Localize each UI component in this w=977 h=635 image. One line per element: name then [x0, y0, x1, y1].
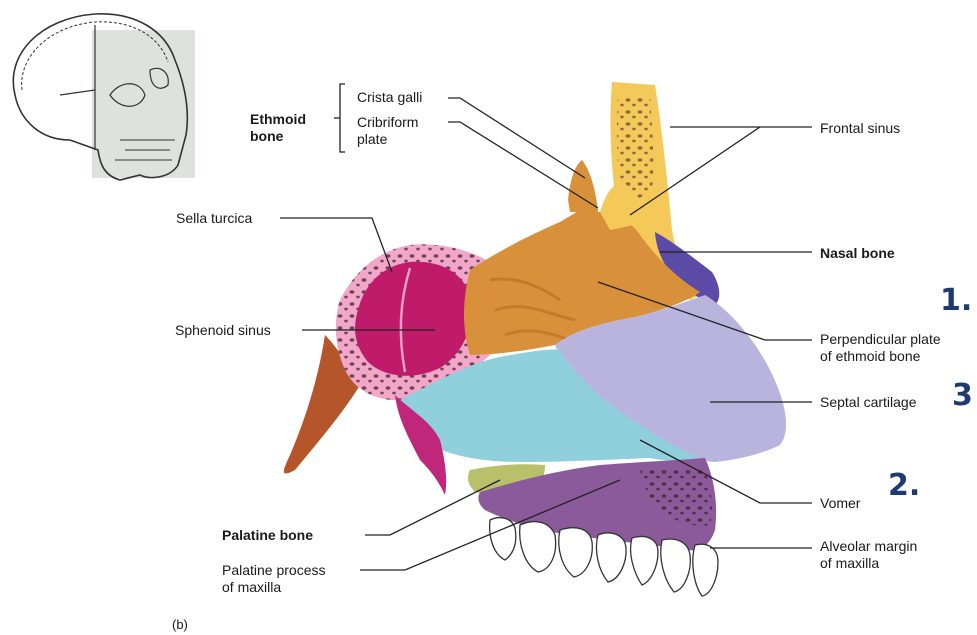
marker-3: 3 [952, 378, 973, 413]
palatine-process-label: Palatine process of maxilla [222, 562, 326, 596]
palatine-bone-label: Palatine bone [222, 527, 313, 544]
frontal-sinus-label: Frontal sinus [820, 120, 900, 137]
sphenoid-sinus-label: Sphenoid sinus [175, 322, 271, 339]
sella-turcica-label: Sella turcica [176, 210, 252, 227]
nasal-bone-label: Nasal bone [820, 245, 895, 262]
ethmoid-bone-group-label: Ethmoid bone [250, 111, 306, 145]
marker-2: 2. [888, 468, 920, 503]
skull-thumbnail-icon [13, 14, 195, 180]
perpendicular-plate-label: Perpendicular plate of ethmoid bone [820, 331, 941, 365]
marker-1: 1. [940, 283, 972, 318]
crista-galli-region [568, 160, 598, 212]
panel-tag: (b) [172, 616, 188, 633]
crista-galli-label: Crista galli [357, 89, 422, 106]
vomer-label: Vomer [820, 495, 860, 512]
cribriform-plate-label: Cribriform plate [357, 114, 418, 148]
septal-cartilage-label: Septal cartilage [820, 394, 917, 411]
alveolar-margin-label: Alveolar margin of maxilla [820, 538, 917, 572]
